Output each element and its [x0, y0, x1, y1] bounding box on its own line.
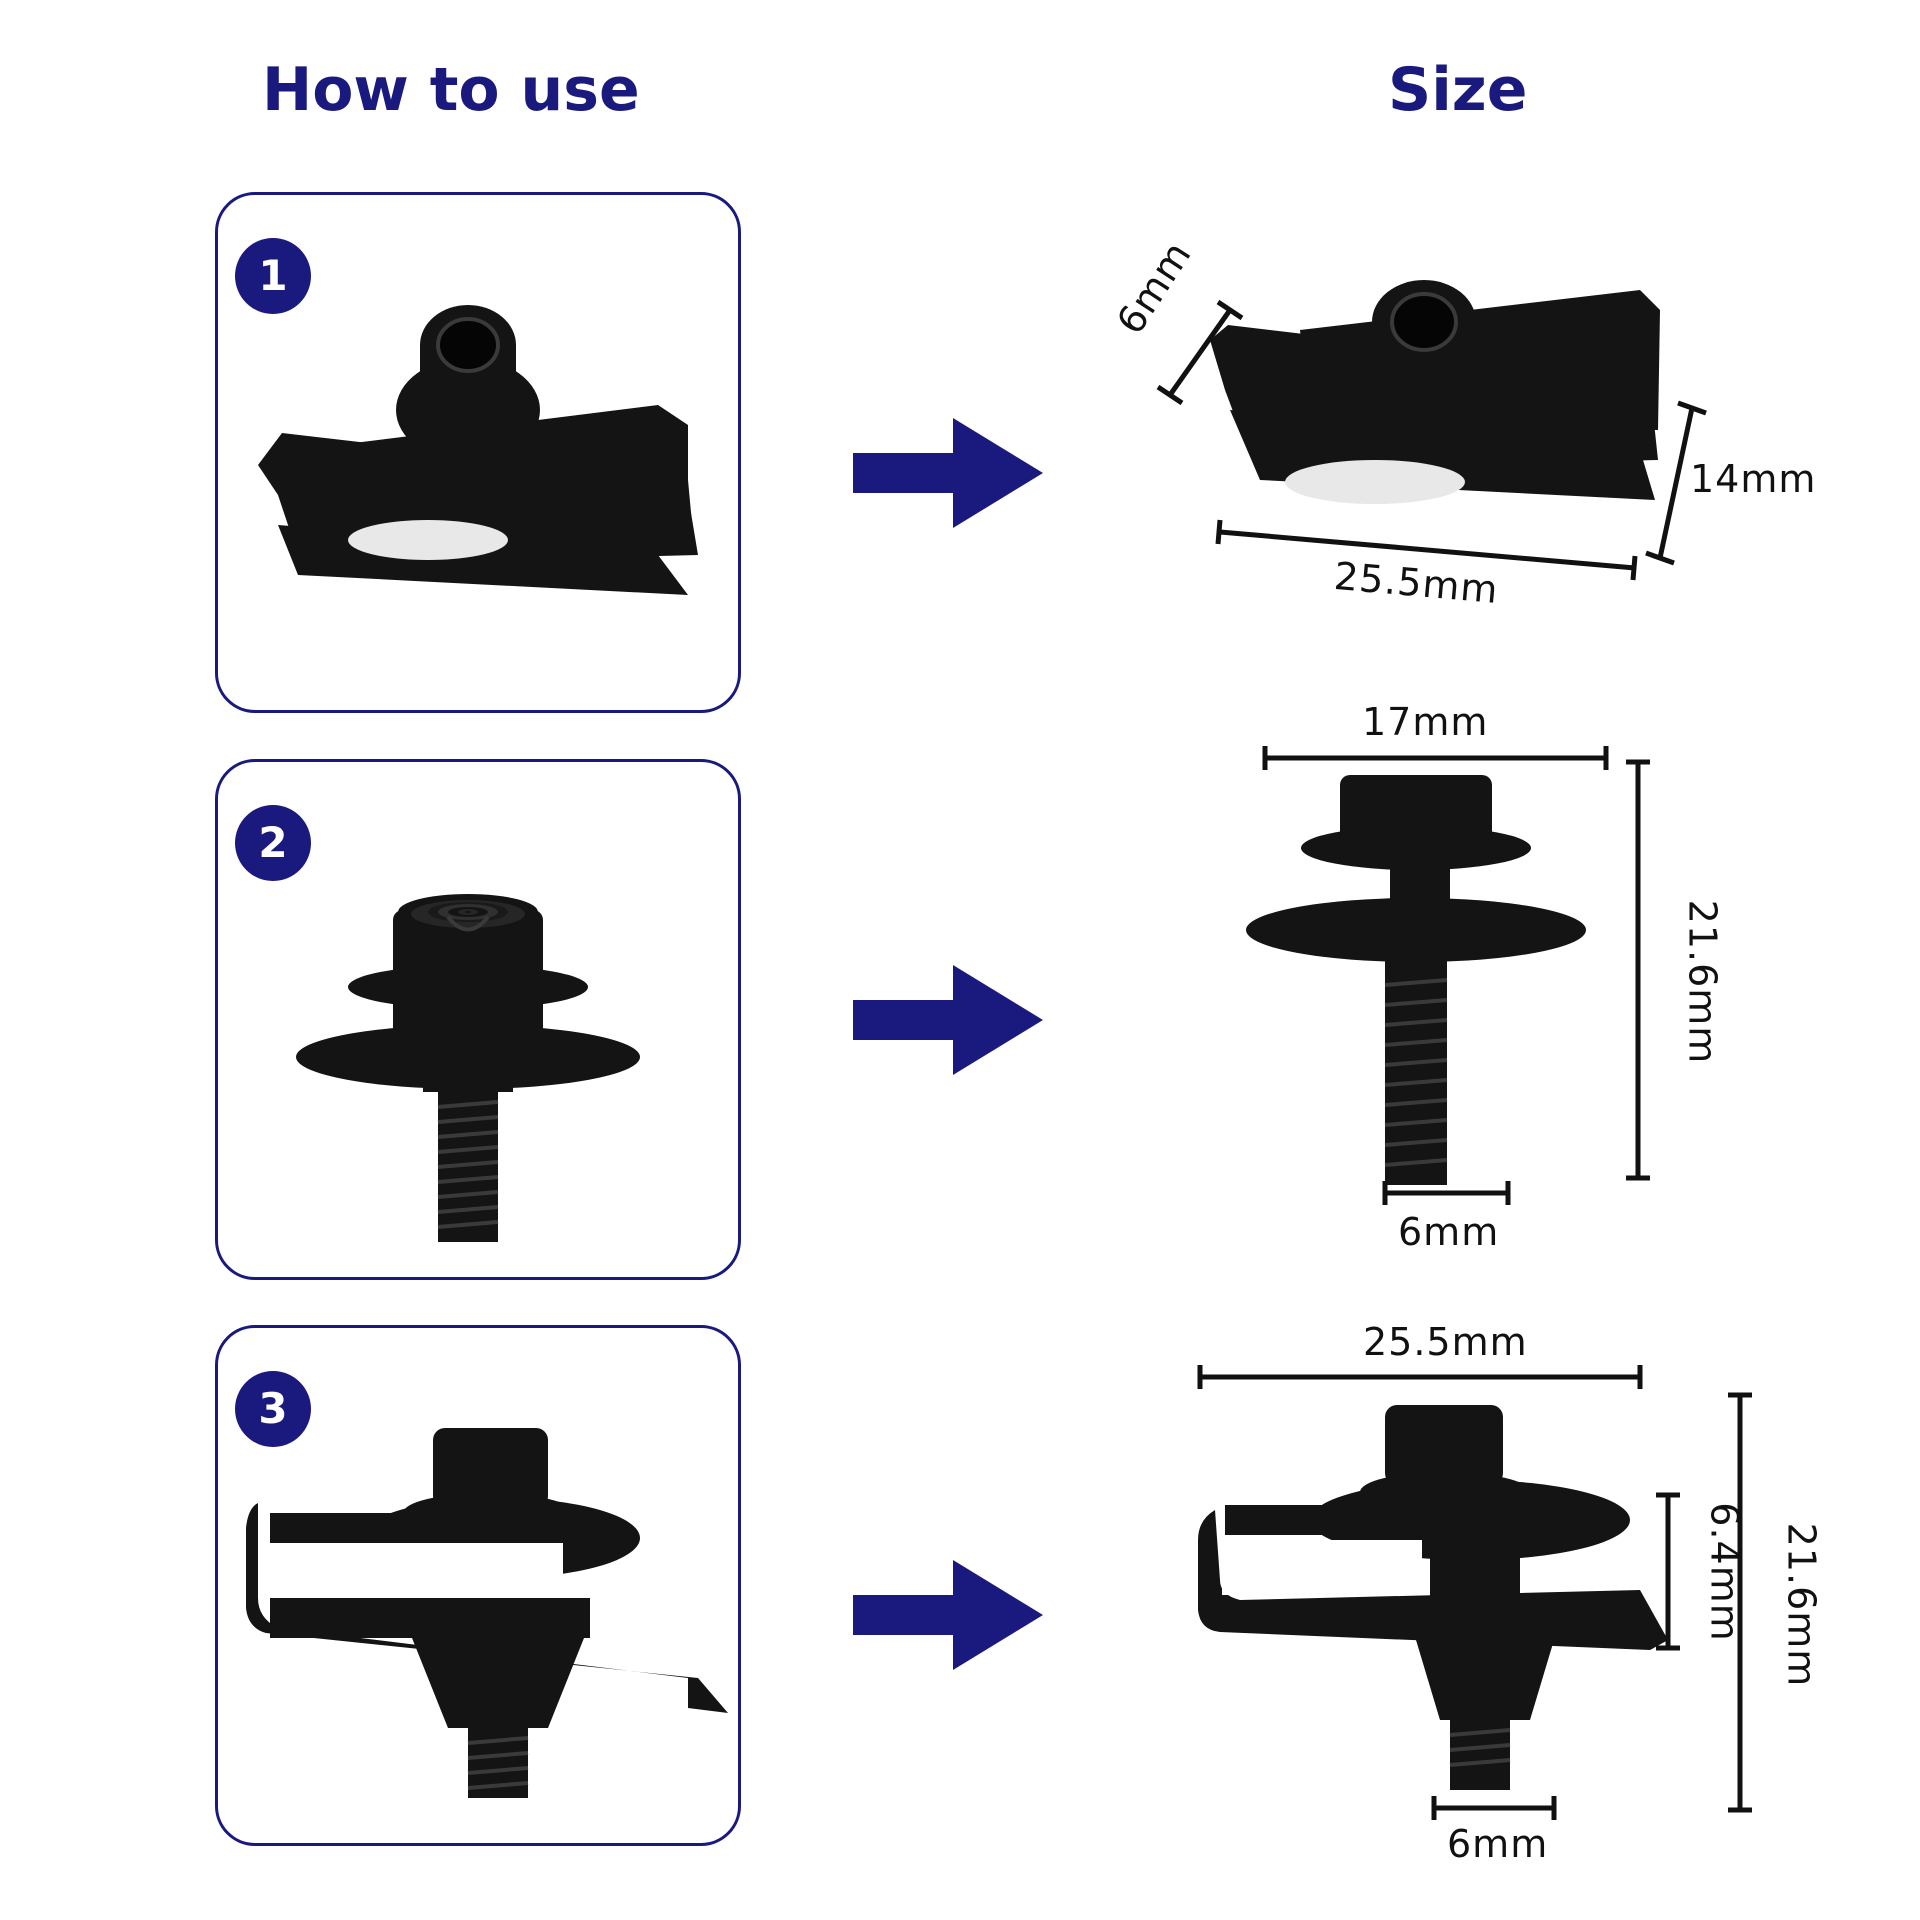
clip-length-label: 25.5mm [1332, 553, 1501, 613]
arrow-right-icon [853, 418, 1043, 528]
clip-depth-label: 6mm [1108, 233, 1201, 342]
assembly-thread-label: 6mm [1447, 1822, 1549, 1866]
bolt-thread-label: 6mm [1398, 1210, 1500, 1254]
assembly-height-label: 21.6mm [1779, 1522, 1824, 1688]
step-panel-2: 2 [215, 759, 741, 1280]
how-to-use-heading: How to use [262, 55, 640, 125]
step-number-badge: 1 [235, 238, 311, 314]
bolt-height-label: 21.6mm [1680, 899, 1725, 1065]
dimension-lines [1156, 299, 1752, 1820]
arrow-right-icon [853, 1560, 1043, 1670]
assembled-clip-bolt-image [246, 1428, 728, 1798]
u-nut-clip-image [258, 305, 698, 595]
step-panel-1: 1 [215, 192, 741, 713]
assembly-clip-height-label: 6.4mm [1702, 1502, 1747, 1642]
step-panel-3: 3 [215, 1325, 741, 1846]
size-heading: Size [1388, 55, 1528, 125]
bolt-size-image [1246, 775, 1586, 1185]
step-number-badge: 2 [235, 805, 311, 881]
arrow-right-icon [853, 965, 1043, 1075]
flange-bolt-image [296, 894, 640, 1242]
assembly-size-image [1198, 1405, 1668, 1790]
clip-height-label: 14mm [1690, 457, 1817, 501]
assembly-width-label: 25.5mm [1363, 1320, 1528, 1364]
bolt-head-width-label: 17mm [1362, 700, 1489, 744]
clip-size-image [1210, 280, 1660, 500]
step-number-badge: 3 [235, 1371, 311, 1447]
